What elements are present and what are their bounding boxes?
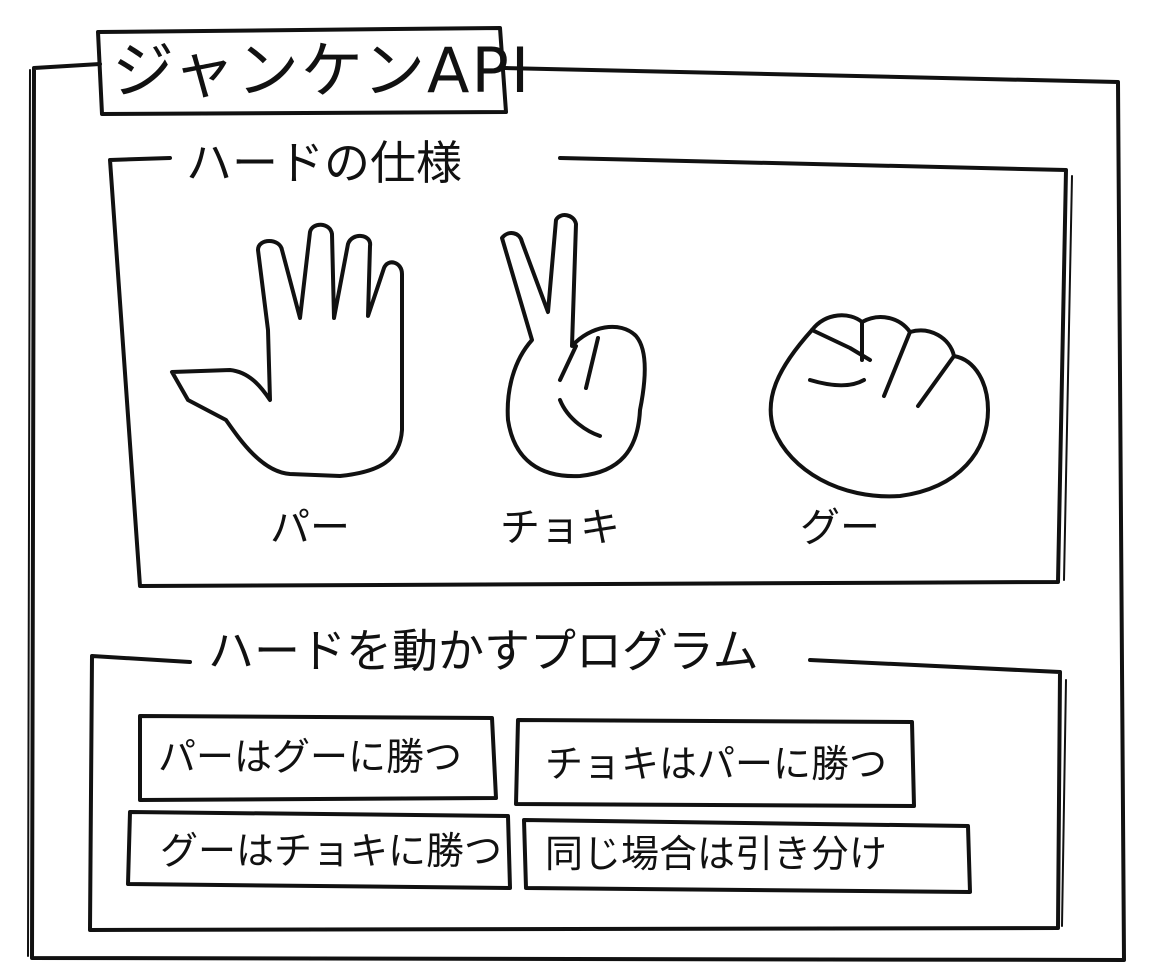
page-title: ジャンケンAPI <box>112 34 532 107</box>
rule-box-2 <box>514 718 916 808</box>
rule-box-4 <box>522 818 972 894</box>
open-hand-icon <box>170 222 404 478</box>
hardware-frame <box>108 156 1068 588</box>
peace-sign-hand-icon <box>500 213 647 479</box>
rule-box-3 <box>126 810 512 890</box>
outer-frame <box>30 62 1126 962</box>
rule-draw: 同じ場合は引き分け <box>545 832 888 876</box>
hand-label-rock: グー <box>800 505 880 551</box>
hand-label-scissors: チョキ <box>500 505 620 551</box>
rule-scissors-beats-paper: チョキはパーに勝つ <box>545 742 888 786</box>
hand-label-paper: パー <box>270 505 350 551</box>
rule-rock-beats-scissors: グーはチョキに勝つ <box>160 829 503 873</box>
rule-box-1 <box>138 714 498 802</box>
title-box <box>96 26 508 116</box>
rule-paper-beats-rock: パーはグーに勝つ <box>158 735 463 779</box>
program-frame <box>88 654 1062 932</box>
hardware-section-heading: ハードの仕様 <box>178 140 470 186</box>
fist-hand-icon <box>768 313 990 499</box>
program-section-heading: ハードを動かすプログラム <box>200 628 767 674</box>
